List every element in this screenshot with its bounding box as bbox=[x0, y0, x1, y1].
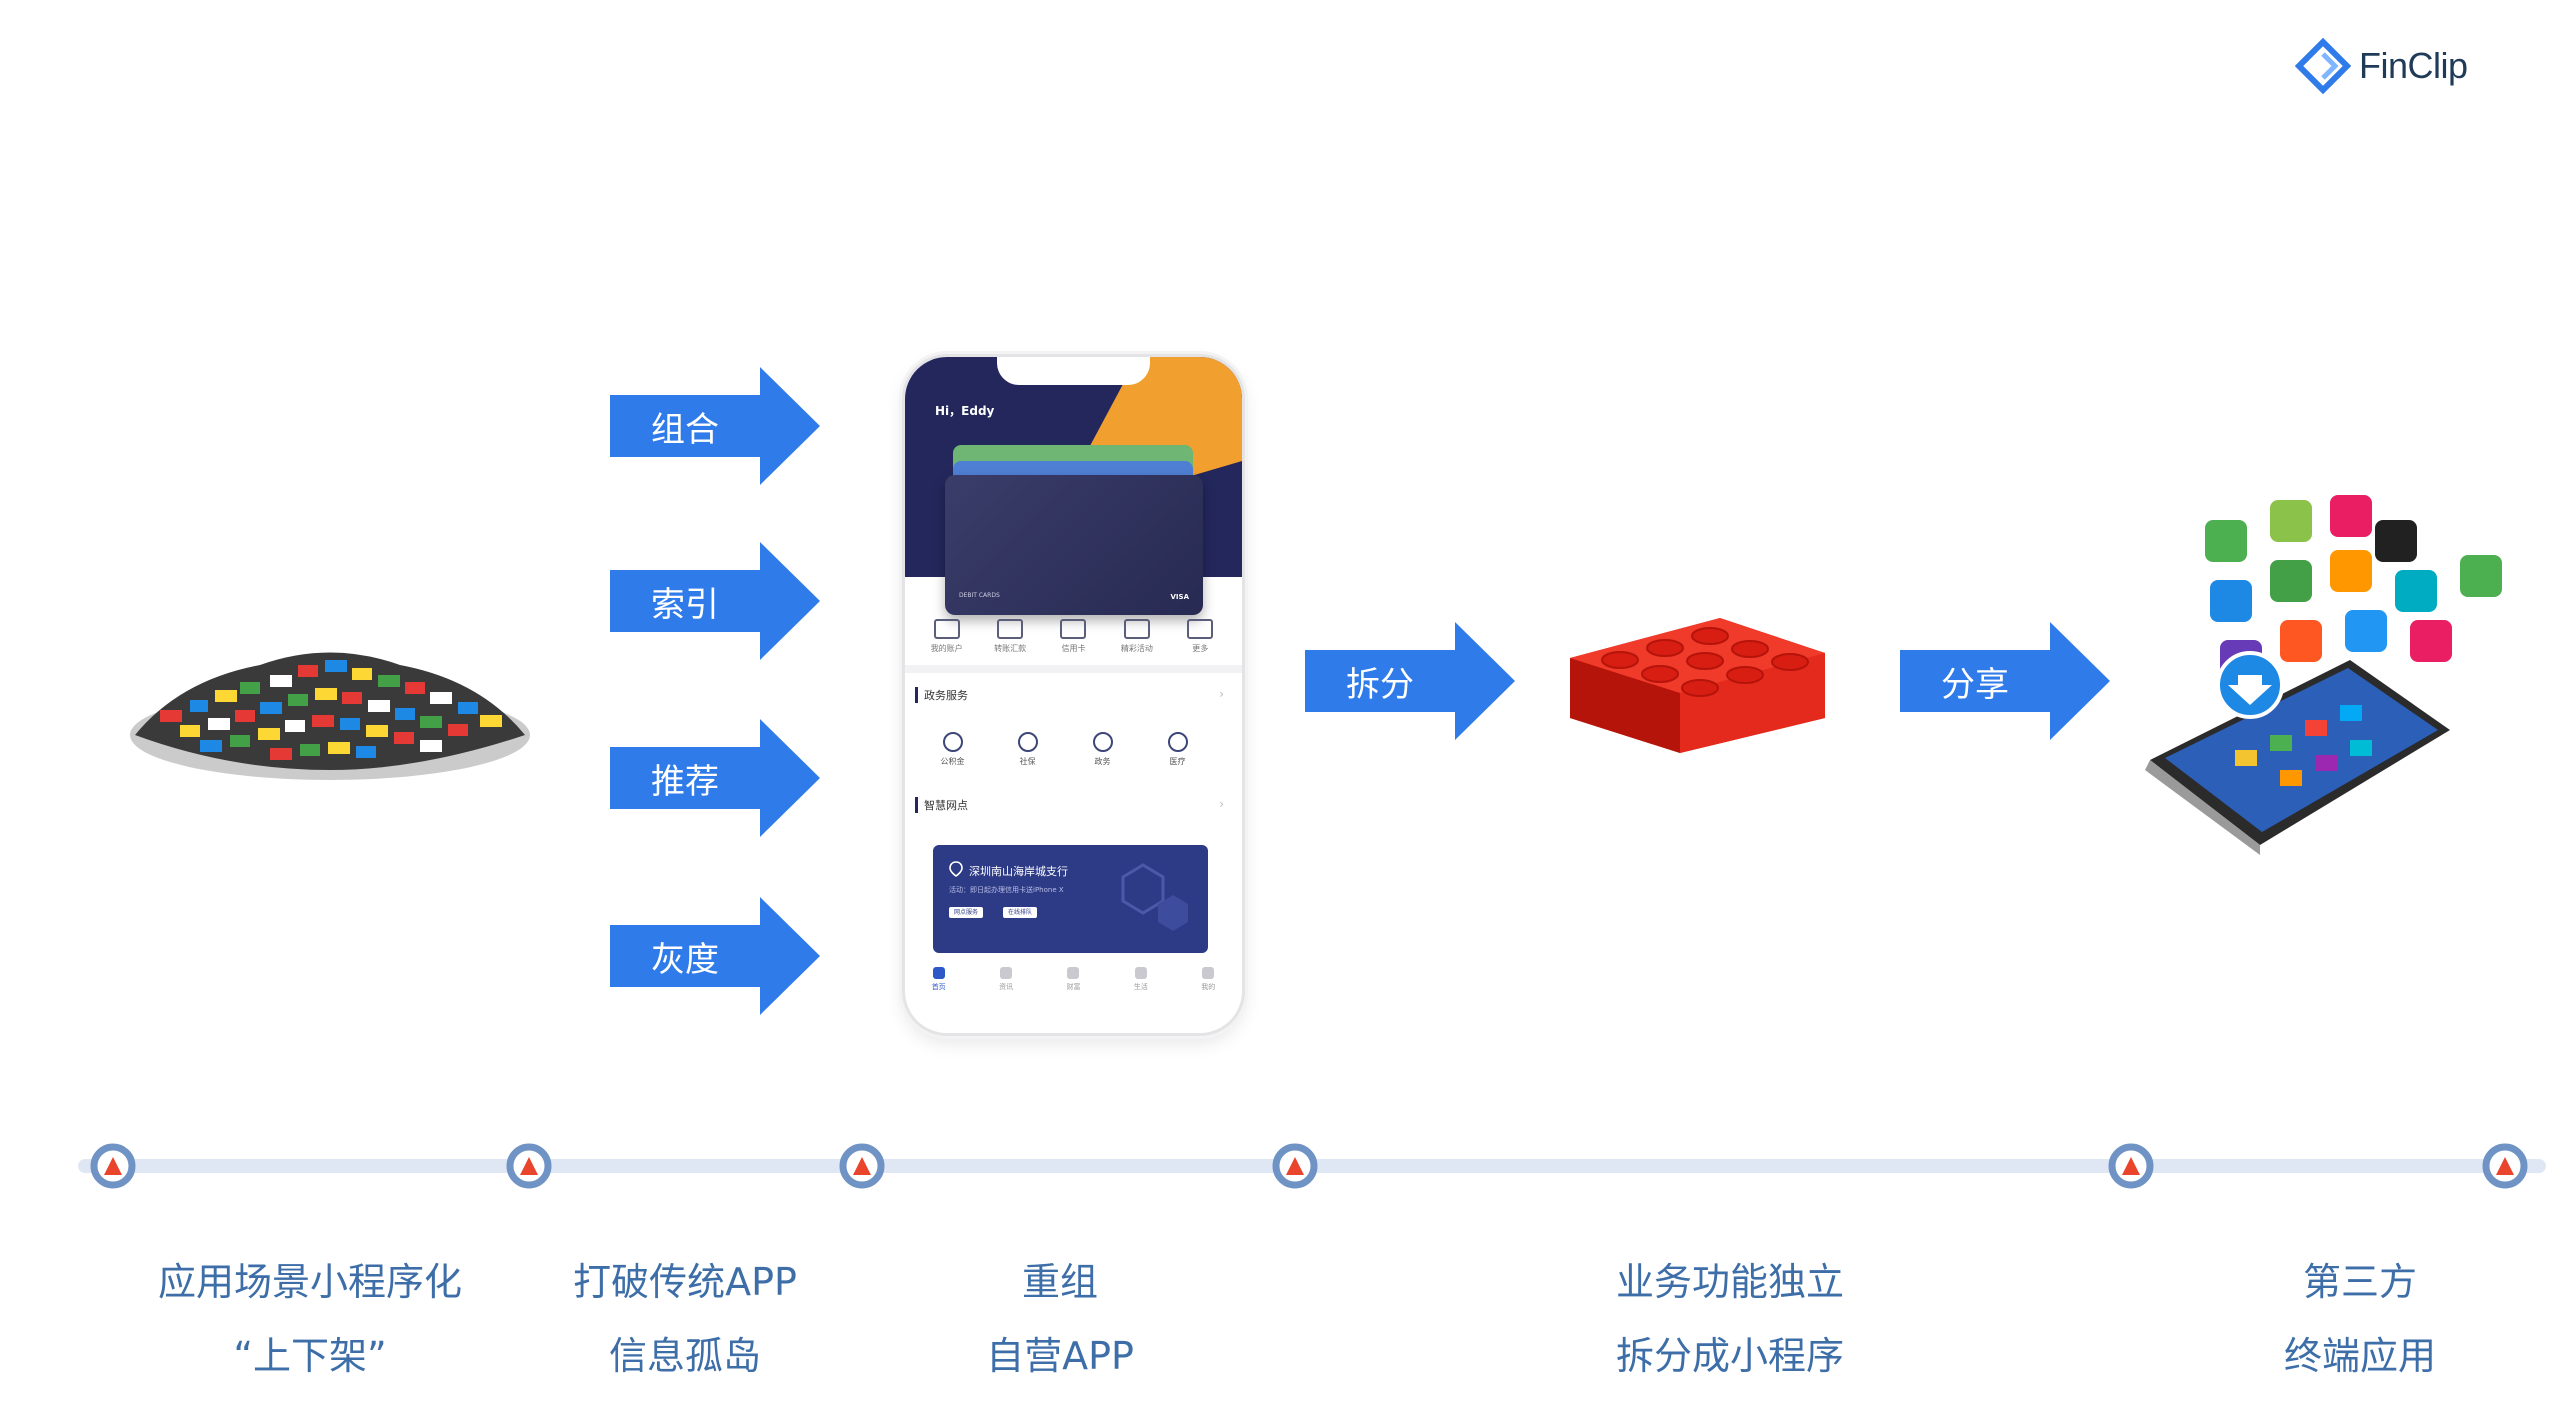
credit-card-icon bbox=[1060, 619, 1087, 639]
quick-action-credit-card[interactable]: 信用卡 bbox=[1043, 619, 1103, 654]
arrow-label: 灰度 bbox=[651, 939, 719, 980]
quick-action-activity[interactable]: 精彩活动 bbox=[1107, 619, 1167, 654]
arrow-label: 拆分 bbox=[1346, 664, 1414, 705]
gov-item-social[interactable]: 社保 bbox=[998, 732, 1058, 767]
card-brand: VISA bbox=[1170, 593, 1189, 601]
quick-action-account[interactable]: 我的账户 bbox=[917, 619, 977, 654]
arrow-grayscale: 灰度 bbox=[610, 897, 820, 1015]
medical-icon bbox=[1167, 732, 1188, 752]
gift-icon bbox=[1123, 619, 1150, 639]
arrow-label: 索引 bbox=[651, 584, 719, 625]
branch-queue-button[interactable]: 在线排队 bbox=[1003, 907, 1038, 918]
tab-news[interactable]: 资讯 bbox=[999, 967, 1013, 992]
timeline-node bbox=[90, 1143, 136, 1189]
branch-subtitle: 活动：即日起办理信用卡送iPhone X bbox=[949, 886, 1064, 894]
branch-service-button[interactable]: 网点服务 bbox=[949, 907, 984, 918]
location-pin-icon bbox=[949, 861, 963, 877]
finclip-diamond-icon bbox=[2295, 38, 2351, 94]
arrow-index: 索引 bbox=[610, 542, 820, 660]
user-icon bbox=[1202, 967, 1215, 979]
gov-services: 公积金 社保 政务 医疗 bbox=[915, 732, 1215, 767]
gov-item-affairs[interactable]: 政务 bbox=[1073, 732, 1133, 767]
arrow-label: 组合 bbox=[651, 409, 719, 450]
news-icon bbox=[1000, 967, 1013, 979]
more-icon bbox=[1187, 619, 1214, 639]
phone-mockup: Hi，Eddy DEBIT CARDS VISA 我的账户 转账汇款 信用卡 精… bbox=[905, 357, 1242, 1033]
lego-pile-image bbox=[120, 620, 540, 794]
timeline-label-3: 重组 自营APP bbox=[986, 1260, 1134, 1378]
tab-wealth[interactable]: 财富 bbox=[1066, 967, 1080, 992]
timeline-label-2: 打破传统APP 信息孤岛 bbox=[573, 1260, 797, 1378]
hex-decoration bbox=[1121, 863, 1188, 931]
arrow-label: 分享 bbox=[1941, 664, 2009, 705]
phone-notch bbox=[997, 357, 1150, 385]
timeline-node bbox=[839, 1143, 885, 1189]
home-icon bbox=[932, 967, 945, 979]
card-label: DEBIT CARDS bbox=[959, 592, 1000, 599]
fund-icon bbox=[942, 732, 963, 752]
transfer-icon bbox=[997, 619, 1024, 639]
branch-card[interactable]: 深圳南山海岸城支行 活动：即日起办理信用卡送iPhone X 网点服务 在线排队 bbox=[933, 845, 1208, 953]
chevron-right-icon[interactable]: › bbox=[1219, 687, 1224, 701]
arrow-recommend: 推荐 bbox=[610, 719, 820, 837]
section-title-branch: 智慧网点 bbox=[915, 797, 968, 813]
life-icon bbox=[1134, 967, 1147, 979]
gov-item-fund[interactable]: 公积金 bbox=[923, 732, 983, 767]
tab-mine[interactable]: 我的 bbox=[1201, 967, 1215, 992]
wealth-icon bbox=[1067, 967, 1080, 979]
red-lego-brick bbox=[1570, 598, 1830, 762]
timeline-label-4: 业务功能独立 拆分成小程序 bbox=[1615, 1260, 1844, 1378]
timeline-node bbox=[2482, 1143, 2528, 1189]
section-title-gov: 政务服务 bbox=[915, 687, 968, 703]
greeting-text: Hi，Eddy bbox=[935, 404, 995, 418]
arrow-label: 推荐 bbox=[651, 761, 719, 802]
timeline-node bbox=[1272, 1143, 1318, 1189]
tab-life[interactable]: 生活 bbox=[1134, 967, 1148, 992]
quick-action-transfer[interactable]: 转账汇款 bbox=[980, 619, 1040, 654]
timeline-node bbox=[2108, 1143, 2154, 1189]
affairs-icon bbox=[1092, 732, 1113, 752]
timeline-label-1: 应用场景小程序化 “上下架” bbox=[157, 1260, 462, 1378]
branch-name: 深圳南山海岸城支行 bbox=[969, 865, 1068, 878]
quick-action-more[interactable]: 更多 bbox=[1170, 619, 1230, 654]
arrow-split: 拆分 bbox=[1305, 622, 1515, 740]
tab-bar: 首页 资讯 财富 生活 我的 bbox=[905, 967, 1242, 992]
chevron-right-icon[interactable]: › bbox=[1219, 797, 1224, 811]
account-icon bbox=[933, 619, 960, 639]
tab-home[interactable]: 首页 bbox=[932, 967, 946, 992]
quick-actions: 我的账户 转账汇款 信用卡 精彩活动 更多 bbox=[915, 619, 1232, 654]
debit-card[interactable]: DEBIT CARDS VISA bbox=[945, 475, 1203, 615]
finclip-logo: FinClip bbox=[2295, 38, 2468, 94]
timeline-node bbox=[506, 1143, 552, 1189]
smartphone-apps-image bbox=[2120, 480, 2520, 864]
arrow-share: 分享 bbox=[1900, 622, 2110, 740]
logo-text: FinClip bbox=[2359, 45, 2468, 86]
gov-item-medical[interactable]: 医疗 bbox=[1148, 732, 1208, 767]
timeline-label-5: 第三方 终端应用 bbox=[2283, 1260, 2436, 1378]
social-icon bbox=[1017, 732, 1038, 752]
arrow-combine: 组合 bbox=[610, 367, 820, 485]
